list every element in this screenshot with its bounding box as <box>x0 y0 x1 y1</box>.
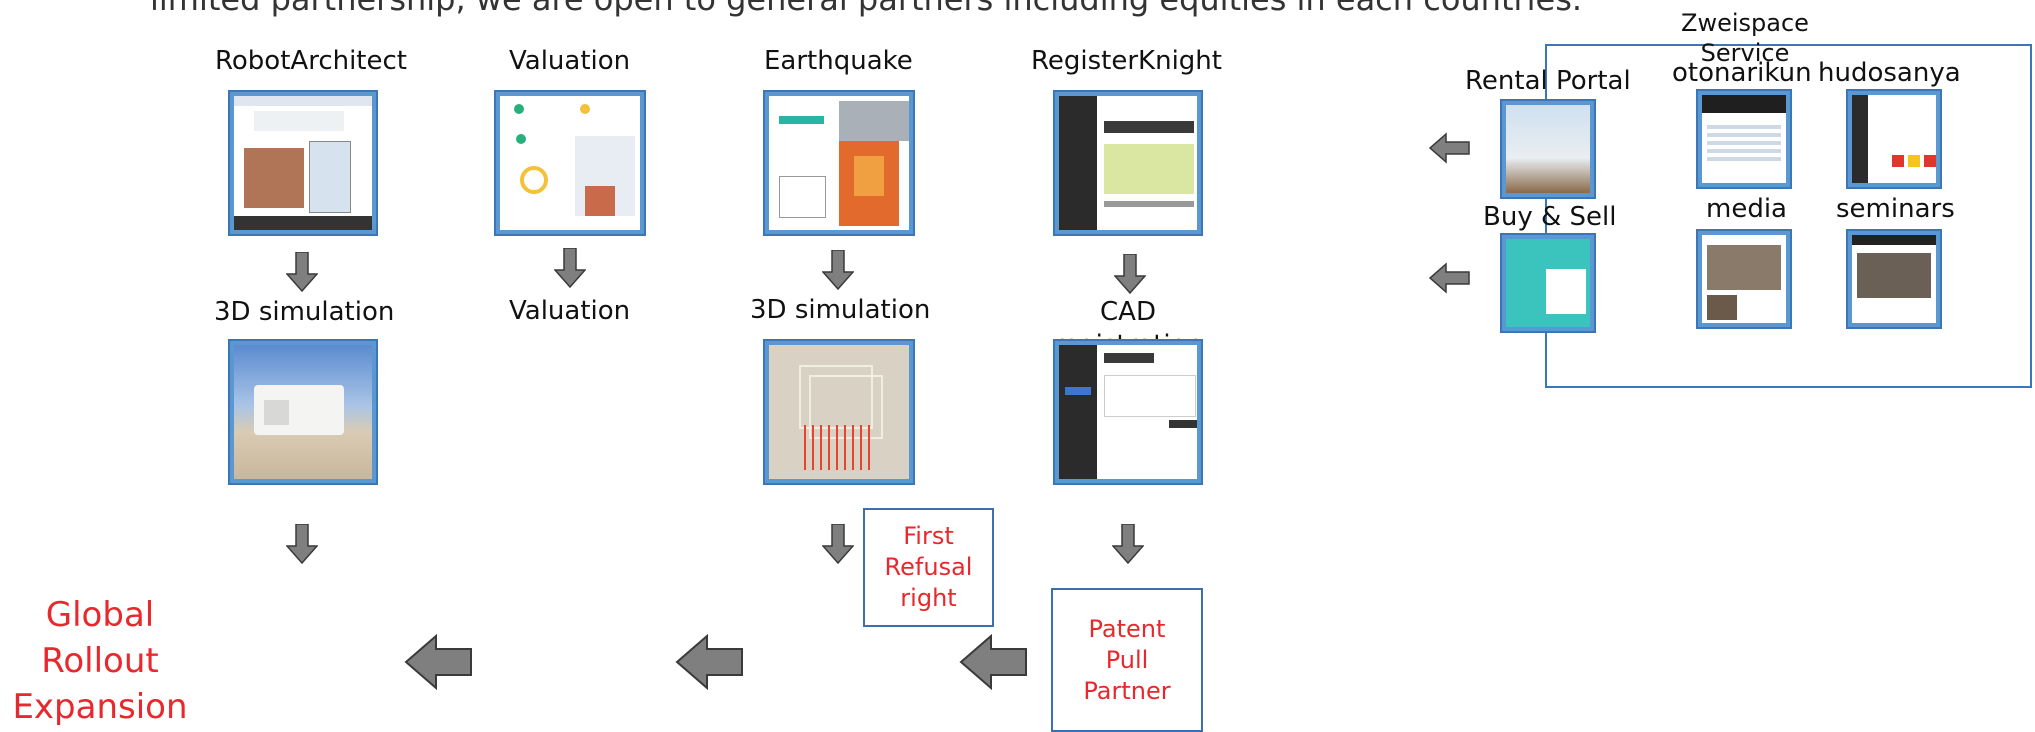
otonarikun-screenshot <box>1696 89 1792 189</box>
cad-registration-screenshot <box>1053 339 1203 485</box>
media-label: media <box>1706 194 1787 224</box>
buy-and-sell-label: Buy & Sell <box>1483 202 1617 232</box>
hudosanya-label: hudosanya <box>1818 58 1961 88</box>
earthquake-title: Earthquake <box>764 46 913 76</box>
robot-architect-screenshot <box>228 90 378 236</box>
patent-pull-partner-box: Patent Pull Partner <box>1051 588 1203 732</box>
global-rollout-expansion-text: Global Rollout Expansion <box>12 595 188 727</box>
valuation-screenshot <box>494 90 646 236</box>
buy-and-sell-screenshot <box>1500 233 1596 333</box>
robot-3d-render <box>228 339 378 485</box>
down-arrow-icon <box>1112 524 1144 564</box>
left-arrow-icon <box>404 634 472 690</box>
zweispace-service-title: Zweispace Service <box>1681 9 1809 67</box>
seminars-screenshot <box>1846 229 1942 329</box>
robot-3d-simulation-label: 3D simulation <box>214 297 395 327</box>
first-refusal-right-text: First Refusal right <box>884 522 973 612</box>
down-arrow-icon <box>554 248 586 288</box>
left-arrow-icon <box>1428 262 1470 294</box>
register-knight-screenshot <box>1053 90 1203 236</box>
valuation-title: Valuation <box>509 46 631 76</box>
earthquake-screenshot <box>763 90 915 236</box>
hudosanya-screenshot <box>1846 89 1942 189</box>
down-arrow-icon <box>286 252 318 292</box>
down-arrow-icon <box>822 250 854 290</box>
down-arrow-icon <box>1114 254 1146 294</box>
down-arrow-icon <box>822 524 854 564</box>
left-arrow-icon <box>959 634 1027 690</box>
rental-portal-screenshot <box>1500 99 1596 199</box>
robot-architect-title: RobotArchitect <box>215 46 407 76</box>
zweispace-service-panel <box>1545 44 2032 388</box>
seminars-label: seminars <box>1836 194 1955 224</box>
valuation-output-label: Valuation <box>509 296 631 326</box>
media-screenshot <box>1696 229 1792 329</box>
rental-portal-label: Rental Portal <box>1465 66 1631 96</box>
register-knight-title: RegisterKnight <box>1031 46 1222 76</box>
otonarikun-label: otonarikun <box>1672 58 1812 88</box>
left-arrow-icon <box>675 634 743 690</box>
earthquake-3d-render <box>763 339 915 485</box>
left-arrow-icon <box>1428 132 1470 164</box>
first-refusal-right-box: First Refusal right <box>863 508 994 627</box>
header-text: limited partnership, we are open to gene… <box>150 0 1582 18</box>
down-arrow-icon <box>286 524 318 564</box>
earthquake-3d-simulation-label: 3D simulation <box>750 295 931 325</box>
patent-pull-partner-text: Patent Pull Partner <box>1083 614 1171 705</box>
